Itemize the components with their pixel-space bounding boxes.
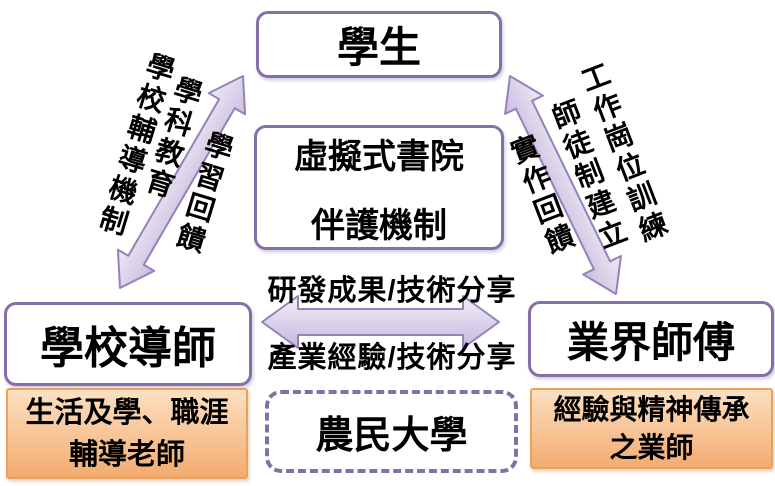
school-support-line1: 生活及學、職涯 [25,396,229,429]
industry-support-line2: 之業師 [609,431,694,463]
school-mentor-label: 學校導師 [40,324,216,373]
virtual-academy-line1: 虛擬式書院 [294,137,464,176]
right-double-arrow [504,75,622,295]
industry-support-box: 經驗與精神傳承 之業師 [530,388,773,469]
school-mentor-box: 學校導師 [4,302,252,386]
horizontal-double-arrow [261,295,500,349]
school-support-line2: 輔導老師 [68,438,185,471]
farmer-university-label: 農民大學 [315,415,468,457]
left-double-arrow [116,75,247,289]
virtual-academy-line2: 伴護機制 [311,206,447,245]
student-label: 學生 [336,24,421,71]
industry-support-line1: 經驗與精神傳承 [553,393,750,425]
student-box: 學生 [256,11,502,78]
label-rd-results-tech-sharing: 研發成果/技術分享 [267,275,517,307]
industry-master-label: 業界師傅 [566,318,735,366]
virtual-academy-box: 虛擬式書院 伴護機制 [254,125,504,250]
school-support-box: 生活及學、職涯 輔導老師 [6,388,248,479]
industry-master-box: 業界師傅 [528,301,774,377]
farmer-university-box: 農民大學 [265,390,518,473]
label-industry-experience-tech-sharing: 產業經驗/技術分享 [267,342,517,374]
